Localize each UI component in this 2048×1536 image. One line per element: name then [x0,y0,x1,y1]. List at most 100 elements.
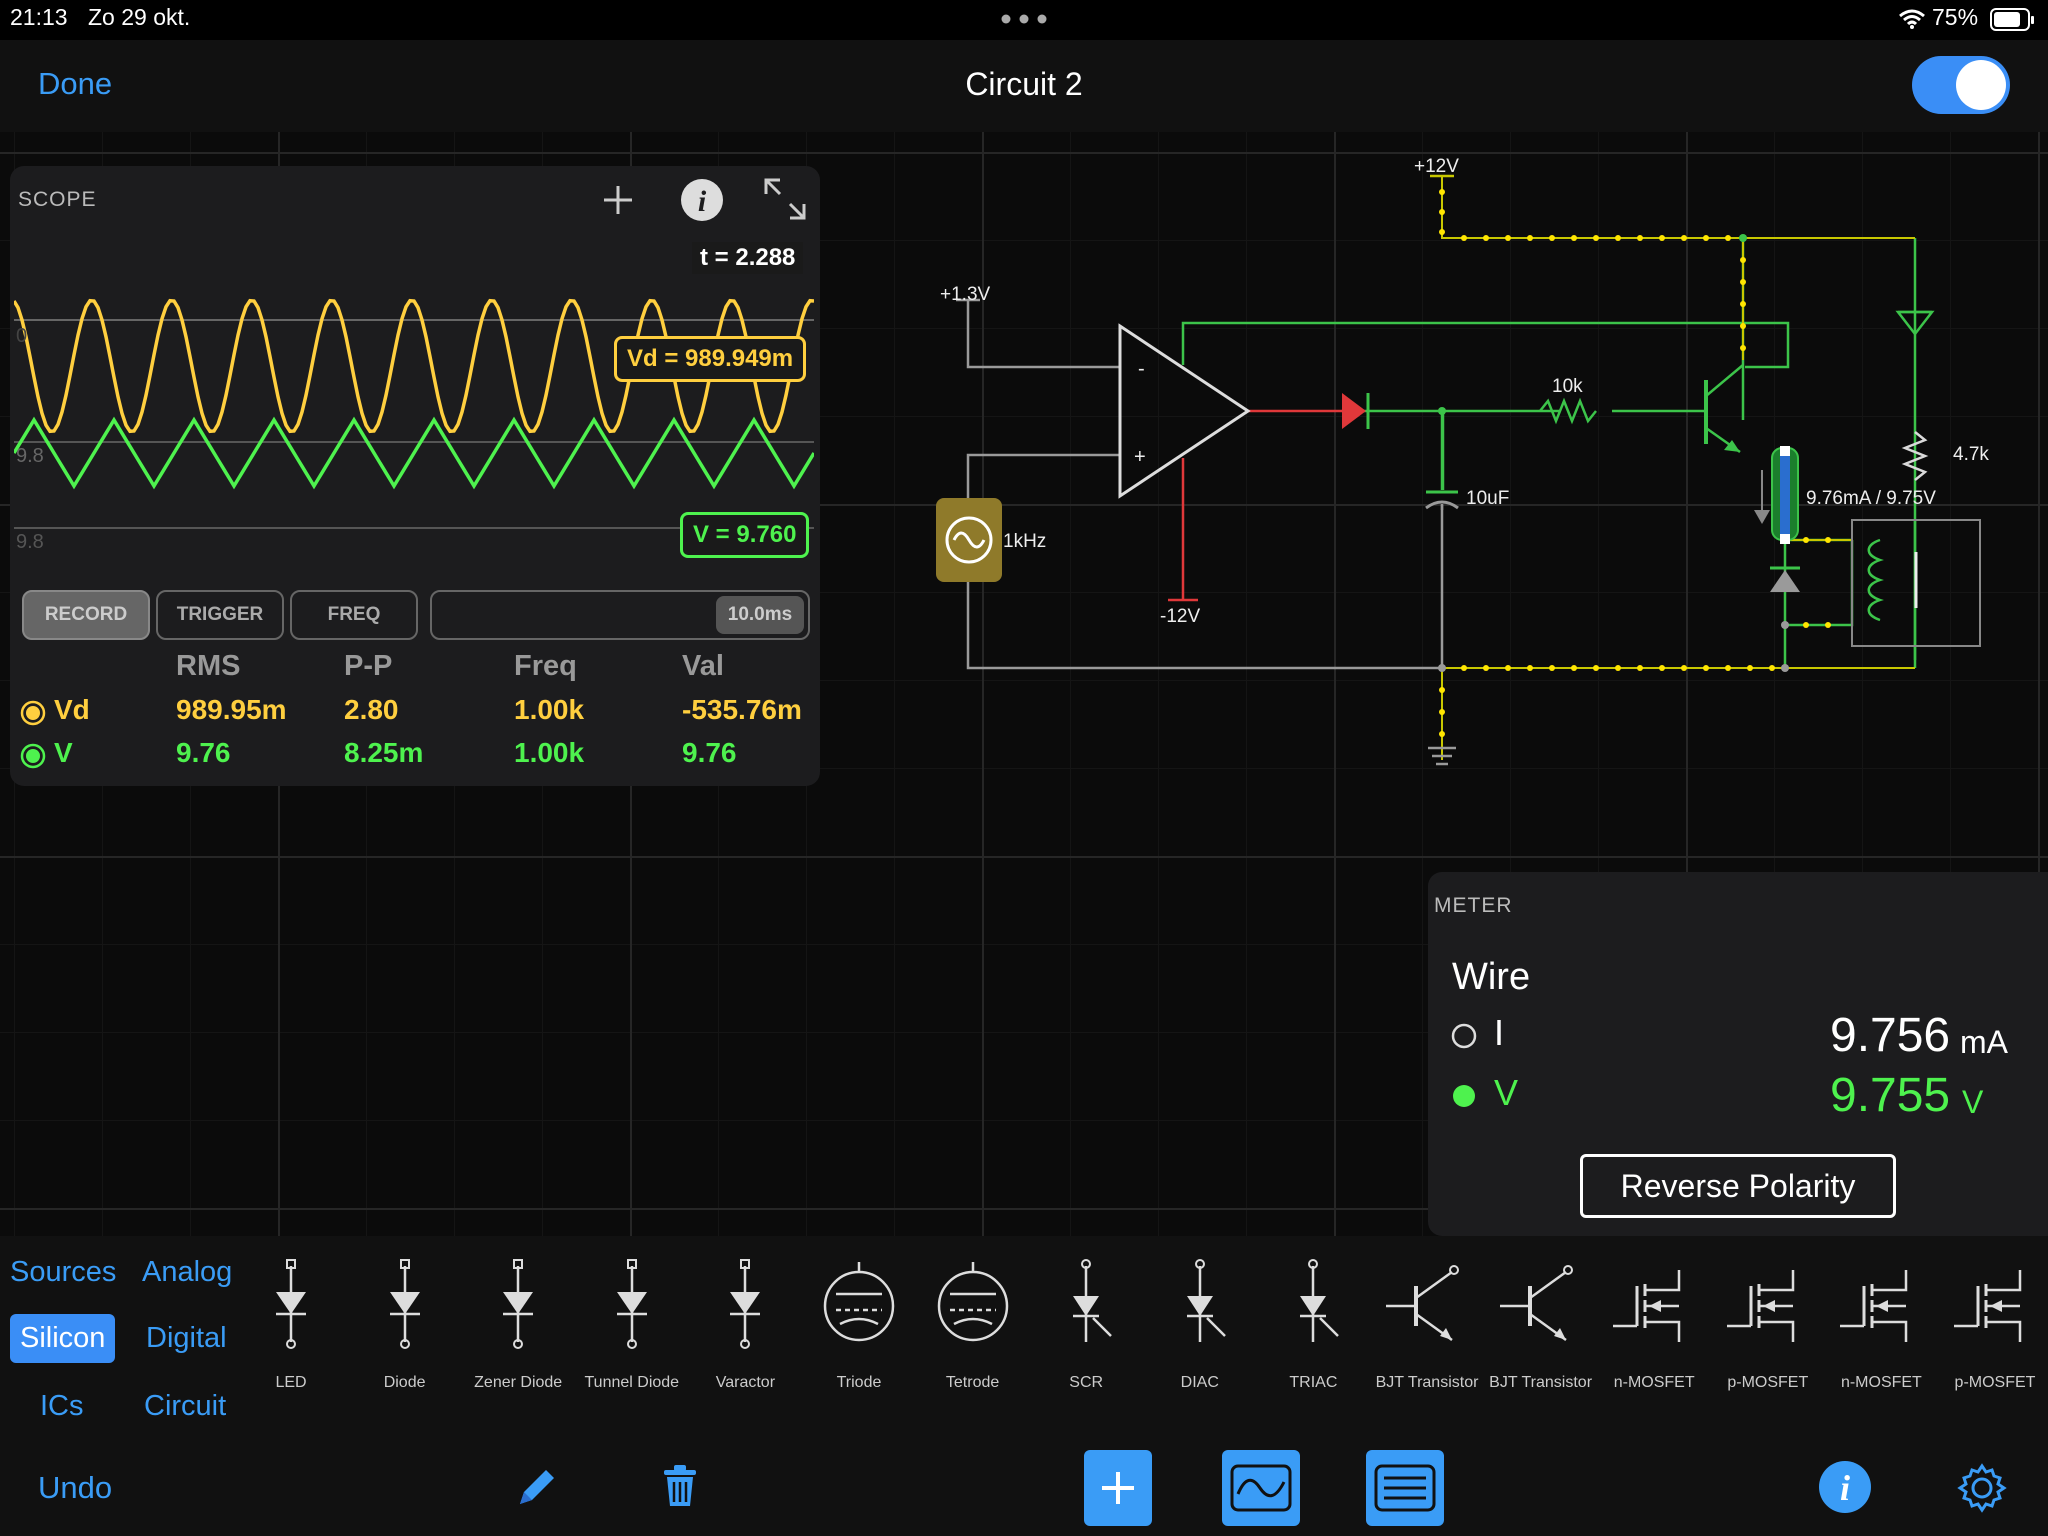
component-label: Varactor [715,1374,776,1391]
timebase-slider[interactable]: 10.0ms [430,590,810,640]
status-date: Zo 29 okt. [88,4,191,30]
vd-rms: 989.95m [176,694,287,725]
scope-traces[interactable]: 0 9.8 9.8 [14,236,814,566]
oscilloscope-icon [1230,1464,1292,1512]
trash-icon[interactable] [660,1462,700,1515]
help-info-icon[interactable]: i [1818,1460,1872,1519]
component-label: Diode [383,1374,426,1391]
component-palette [0,1236,2048,1536]
battery-icon [1990,8,2036,37]
scope-panel [10,166,820,786]
v-name: V [54,737,73,768]
add-button[interactable] [1084,1450,1152,1526]
component-label: Triode [836,1374,882,1391]
component-tunnel-diode-3[interactable]: Tunnel Diode [577,1256,687,1393]
record-button[interactable]: RECORD [22,590,150,640]
n-mosfet-icon [1613,1270,1681,1342]
label-vneg12: -12V [1160,606,1200,627]
col-val: Val [682,650,724,682]
triode-icon [823,1262,895,1342]
component-n-mosfet-14[interactable]: n-MOSFET [1826,1256,1936,1393]
ac-source[interactable] [936,498,1002,582]
component-triac-9[interactable]: TRIAC [1258,1256,1368,1393]
col-rms: RMS [176,650,241,682]
component-varactor-4[interactable]: Varactor [690,1256,800,1393]
category-circuit[interactable]: Circuit [144,1390,227,1422]
component-zener-diode-2[interactable]: Zener Diode [463,1256,573,1393]
component-label: Zener Diode [474,1374,563,1391]
category-silicon[interactable]: Silicon [10,1314,116,1363]
current-unit: mA [1960,1024,2008,1060]
bjt-transistor-icon [1386,1265,1459,1342]
vd-freq: 1.00k [514,694,585,725]
multitask-dots-icon[interactable] [1000,12,1048,30]
component-tetrode-6[interactable]: Tetrode [918,1256,1028,1393]
p-mosfet-icon [1726,1270,1795,1342]
component-diac-8[interactable]: DIAC [1145,1256,1255,1393]
bjt-transistor-icon [1499,1265,1573,1342]
vd-pp: 2.80 [344,694,399,725]
tetrode-icon [937,1262,1008,1342]
component-p-mosfet-15[interactable]: p-MOSFET [1940,1256,2048,1393]
done-button[interactable]: Done [38,66,113,101]
component-label: p-MOSFET [1727,1374,1809,1391]
voltage-unit: V [1962,1084,1984,1120]
scope-axis-mid: 9.8 [16,445,44,467]
v-readout: V = 9.760 [680,512,810,558]
component-bjt-transistor-10[interactable]: BJT Transistor [1372,1256,1482,1393]
component-led-0[interactable]: LED [236,1256,346,1393]
v-pp: 8.25m [344,737,424,768]
freq-button[interactable]: FREQ [290,590,418,640]
component-scr-7[interactable]: SCR [1031,1256,1141,1393]
n-mosfet-icon [1840,1270,1908,1342]
component-bjt-transistor-11[interactable]: BJT Transistor [1486,1256,1596,1393]
label-source-freq: 1kHz [1003,531,1046,552]
category-digital[interactable]: Digital [146,1322,227,1354]
reverse-polarity-button[interactable]: Reverse Polarity [1580,1154,1896,1218]
voltage-name: V [1494,1072,1519,1113]
component-n-mosfet-12[interactable]: n-MOSFET [1599,1256,1709,1393]
component-label: Tunnel Diode [584,1374,680,1391]
label-probe-reading: 9.76mA / 9.75V [1806,488,1936,509]
component-diode-1[interactable]: Diode [350,1256,460,1393]
trigger-button[interactable]: TRIGGER [156,590,284,640]
info-icon[interactable]: i [680,178,724,227]
diode-icon [389,1259,420,1349]
voltage-value: 9.755 [1830,1069,1951,1122]
category-sources[interactable]: Sources [10,1256,117,1288]
add-trace-icon[interactable] [600,182,636,223]
vd-radio-icon[interactable] [20,700,46,731]
v-freq: 1.00k [514,737,585,768]
sine-wave-icon [945,516,993,564]
component-label: LED [275,1374,307,1391]
timebase-value[interactable]: 10.0ms [716,596,804,634]
category-ics[interactable]: ICs [40,1390,84,1422]
label-c10uf: 10uF [1466,488,1509,509]
vd-name: Vd [54,694,90,725]
category-analog[interactable]: Analog [142,1256,233,1288]
component-label: TRIAC [1289,1374,1338,1391]
diac-icon [1186,1259,1226,1342]
current-name: I [1494,1012,1505,1053]
simulation-toggle[interactable] [1912,56,2010,114]
current-radio-icon[interactable] [1450,1022,1478,1055]
expand-icon[interactable] [762,176,808,227]
label-opamp-minus: - [1138,358,1145,380]
undo-button[interactable]: Undo [38,1470,113,1505]
pencil-icon[interactable] [512,1464,560,1517]
component-triode-5[interactable]: Triode [804,1256,914,1393]
p-mosfet-icon [1954,1270,2022,1342]
scope-toggle-button[interactable] [1222,1450,1300,1526]
col-freq: Freq [514,650,577,682]
component-p-mosfet-13[interactable]: p-MOSFET [1713,1256,1823,1393]
nav-bar [0,40,2048,132]
v-radio-icon[interactable] [20,743,46,774]
circuit-schematic[interactable]: +12V +1.3V -12V 10k 10uF 4.7k 1kHz 9.76m… [0,132,2048,1236]
settings-gear-icon[interactable] [1956,1462,2008,1519]
current-value: 9.756 [1830,1009,1951,1062]
meter-toggle-button[interactable] [1366,1450,1444,1526]
voltage-radio-icon[interactable] [1450,1082,1478,1115]
label-r10k: 10k [1552,376,1583,397]
meter-title: Wire [1452,956,1531,998]
scope-axis-zero: 0 [16,325,27,347]
